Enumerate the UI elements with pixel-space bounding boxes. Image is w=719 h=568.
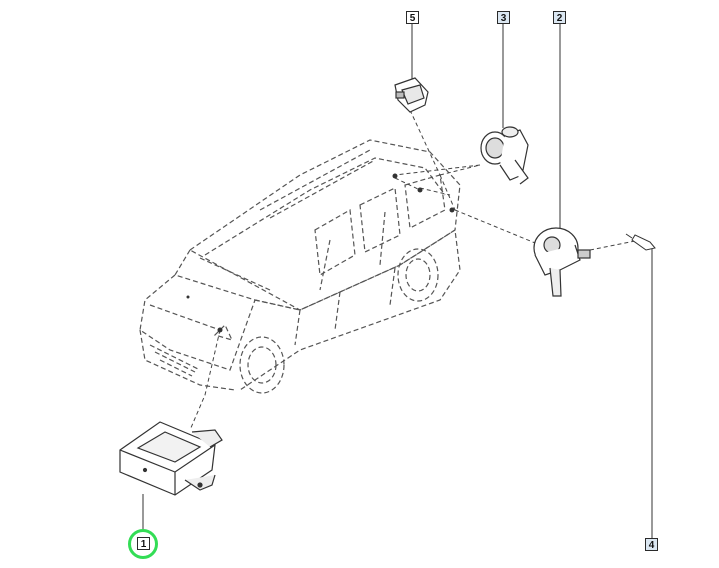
part-5-sensor-bracket xyxy=(394,77,429,113)
part-1-control-module xyxy=(119,421,223,496)
callout-4: 4 xyxy=(645,538,658,551)
mount-points xyxy=(186,173,455,333)
part-4-clip xyxy=(625,233,656,251)
part-2-sensor-bracket xyxy=(533,227,591,297)
highlight-circle xyxy=(128,529,158,559)
part-3-parking-sensor xyxy=(480,126,529,185)
leader-lines xyxy=(142,24,653,538)
callout-2: 2 xyxy=(553,11,566,24)
callout-5: 5 xyxy=(406,11,419,24)
callout-3: 3 xyxy=(497,11,510,24)
car-outline xyxy=(139,139,461,394)
connection-lines xyxy=(189,109,641,431)
